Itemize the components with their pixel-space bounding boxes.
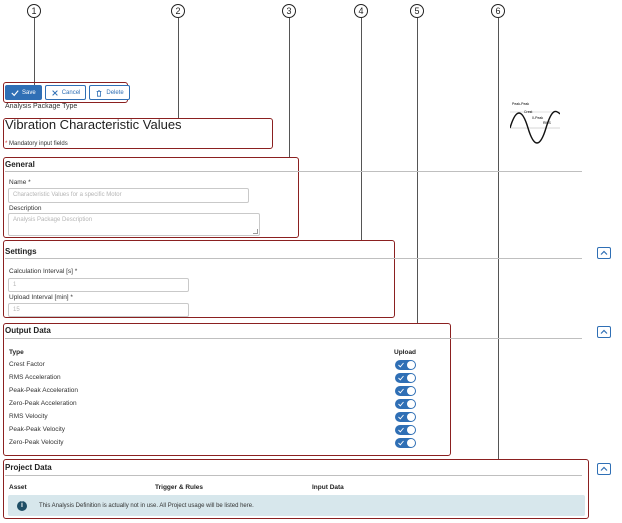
callout-6: 6 — [491, 4, 505, 18]
cancel-button[interactable]: Cancel — [44, 85, 87, 100]
output-row-type: Peak-Peak Acceleration — [9, 387, 79, 394]
mandatory-note: * Mandatory input fields — [5, 141, 68, 147]
project-collapse-button[interactable] — [597, 463, 611, 475]
calc-interval-input[interactable]: 1 — [8, 278, 189, 292]
calc-interval-label: Calculation Interval [s] * — [9, 268, 78, 275]
project-trigger-header: Trigger & Rules — [155, 484, 204, 491]
description-textarea[interactable]: Analysis Package Description — [8, 213, 260, 236]
general-section-title: General — [5, 160, 35, 169]
save-label: Save — [22, 89, 36, 96]
waveform-thumbnail: Peak-Peak Crest 0-Peak RMS — [509, 100, 561, 148]
check-icon — [11, 89, 19, 96]
callout-4-leader — [361, 18, 362, 241]
upload-toggle[interactable] — [395, 412, 416, 422]
settings-collapse-button[interactable] — [597, 247, 611, 259]
output-row-type: Zero-Peak Velocity — [9, 439, 64, 446]
output-upload-header: Upload — [394, 349, 417, 356]
resize-handle-icon[interactable] — [253, 229, 258, 234]
save-button[interactable]: Save — [5, 85, 42, 100]
callout-5: 5 — [410, 4, 424, 18]
callout-1-leader — [34, 18, 35, 85]
settings-highlight — [3, 240, 395, 318]
check-icon — [398, 440, 404, 446]
package-type-label: Analysis Package Type — [5, 103, 78, 110]
toggle-knob — [407, 413, 415, 421]
thumb-label-rms: RMS — [543, 121, 551, 125]
check-icon — [398, 427, 404, 433]
callout-1: 1 — [27, 4, 41, 18]
project-info-text: This Analysis Definition is actually not… — [39, 502, 254, 509]
trash-icon — [96, 89, 102, 97]
callout-6-leader — [498, 18, 499, 460]
chevron-up-icon — [600, 250, 608, 255]
output-row-type: RMS Acceleration — [9, 374, 61, 381]
thumb-label-crest: Crest — [524, 110, 532, 114]
thumb-label-peak-peak: Peak-Peak — [512, 102, 529, 106]
check-icon — [398, 401, 404, 407]
toggle-knob — [407, 426, 415, 434]
name-input[interactable]: Characteristic Values for a specific Mot… — [8, 188, 249, 203]
delete-button[interactable]: Delete — [89, 85, 130, 100]
delete-label: Delete — [106, 89, 124, 96]
check-icon — [398, 362, 404, 368]
output-collapse-button[interactable] — [597, 326, 611, 338]
upload-toggle[interactable] — [395, 425, 416, 435]
upload-toggle[interactable] — [395, 360, 416, 370]
callout-3-leader — [289, 18, 290, 158]
output-type-header: Type — [9, 349, 24, 356]
project-highlight — [3, 459, 589, 519]
output-row-type: RMS Velocity — [9, 413, 48, 420]
project-section-title: Project Data — [5, 463, 52, 472]
output-highlight — [3, 323, 451, 456]
callout-4: 4 — [354, 4, 368, 18]
check-icon — [398, 388, 404, 394]
general-divider — [5, 171, 582, 172]
upload-interval-input[interactable]: 15 — [8, 303, 189, 317]
upload-toggle[interactable] — [395, 373, 416, 383]
upload-interval-label: Upload Interval [min] * — [9, 294, 73, 301]
output-divider — [5, 338, 582, 339]
cancel-label: Cancel — [61, 89, 81, 96]
description-placeholder: Analysis Package Description — [13, 217, 93, 223]
check-icon — [398, 414, 404, 420]
chevron-up-icon — [600, 329, 608, 334]
settings-divider — [5, 258, 582, 259]
toggle-knob — [407, 439, 415, 447]
toggle-knob — [407, 400, 415, 408]
callout-3: 3 — [282, 4, 296, 18]
thumb-label-0-peak: 0-Peak — [532, 116, 543, 120]
upload-toggle[interactable] — [395, 386, 416, 396]
output-row-type: Peak-Peak Velocity — [9, 426, 66, 433]
callout-2: 2 — [171, 4, 185, 18]
upload-toggle[interactable] — [395, 399, 416, 409]
check-icon — [398, 375, 404, 381]
toggle-knob — [407, 361, 415, 369]
toggle-knob — [407, 387, 415, 395]
general-highlight — [3, 157, 299, 238]
name-label: Name * — [9, 179, 31, 186]
project-input-header: Input Data — [312, 484, 344, 491]
toolbar: Save Cancel Delete — [5, 85, 130, 100]
mandatory-text: Mandatory input fields — [9, 141, 68, 147]
settings-section-title: Settings — [5, 247, 37, 256]
upload-toggle[interactable] — [395, 438, 416, 448]
output-row-type: Zero-Peak Acceleration — [9, 400, 77, 407]
callout-2-leader — [178, 18, 179, 118]
close-icon — [51, 89, 58, 96]
output-row-type: Crest Factor — [9, 361, 45, 368]
mandatory-star: * — [5, 141, 8, 147]
toggle-knob — [407, 374, 415, 382]
page-title: Vibration Characteristic Values — [5, 117, 182, 132]
project-asset-header: Asset — [9, 484, 27, 491]
chevron-up-icon — [600, 466, 608, 471]
info-icon: i — [17, 500, 27, 511]
project-info-banner: i This Analysis Definition is actually n… — [8, 495, 585, 516]
project-divider — [5, 475, 582, 476]
title-highlight — [3, 118, 273, 149]
description-label: Description — [9, 205, 42, 212]
output-section-title: Output Data — [5, 326, 51, 335]
